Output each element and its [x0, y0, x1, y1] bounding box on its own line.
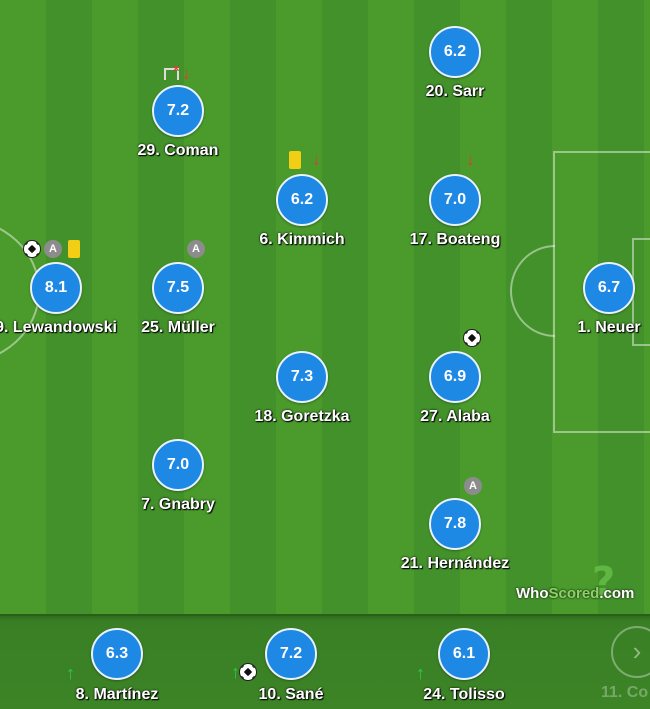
player-lewandowski[interactable]: 8.1 9. Lewandowski — [0, 262, 136, 337]
player-name: 24. Tolisso — [423, 686, 505, 703]
player-neuer[interactable]: 6.7 1. Neuer — [529, 262, 650, 337]
rating-bubble: 7.2 — [152, 85, 204, 137]
bench-next-button[interactable]: › — [611, 626, 650, 678]
assist-icon: A — [187, 240, 205, 258]
logo-text-who: Who — [516, 585, 549, 602]
player-goretzka[interactable]: 7.3 18. Goretzka — [222, 351, 382, 426]
logo-mark-icon: ? — [592, 559, 616, 605]
martinez-events: ↑ — [66, 664, 75, 682]
rating-bubble: 6.1 — [438, 628, 490, 680]
rating-bubble: 6.2 — [276, 174, 328, 226]
lewandowski-events: A — [23, 240, 80, 258]
player-name: 1. Neuer — [577, 319, 641, 336]
player-name: 21. Hernández — [400, 555, 510, 572]
logo-text: WhoScored.com — [516, 585, 634, 602]
player-name: 7. Gnabry — [141, 496, 215, 513]
player-name: 29. Coman — [137, 142, 219, 159]
substituted-off-icon: ↓ — [182, 64, 191, 83]
assist-icon: A — [44, 240, 62, 258]
substituted-off-icon: ↓ — [466, 150, 475, 169]
player-boateng[interactable]: 7.0 17. Boateng — [375, 174, 535, 249]
rating-bubble: 7.0 — [152, 439, 204, 491]
sane-events: ↑ — [231, 663, 257, 681]
player-name: 20. Sarr — [425, 83, 485, 100]
rating-bubble: 6.9 — [429, 351, 481, 403]
bench-player-martinez[interactable]: 6.3 8. Martínez — [37, 628, 197, 704]
rating-bubble: 6.3 — [91, 628, 143, 680]
yellow-card-icon — [289, 151, 301, 169]
substitutes-bench: ↑ 6.3 8. Martínez ↑ 7.2 10. Sané ↑ 6.1 2… — [0, 614, 650, 709]
player-name: 27. Alaba — [420, 408, 490, 425]
goalpost-miss-icon — [164, 63, 179, 80]
player-name: 25. Müller — [141, 319, 215, 336]
whoscored-logo[interactable]: ? WhoScored.com — [516, 559, 650, 605]
rating-bubble: 7.3 — [276, 351, 328, 403]
goal-ball-icon — [463, 329, 481, 347]
player-gnabry[interactable]: 7.0 7. Gnabry — [98, 439, 258, 514]
hernandez-events: A — [464, 477, 482, 495]
player-name: 8. Martínez — [75, 686, 159, 703]
bench-player-sane[interactable]: 7.2 10. Sané — [211, 628, 371, 704]
rating-bubble: 6.7 — [583, 262, 635, 314]
logo-text-com: .com — [599, 585, 635, 602]
substituted-off-icon: ↓ — [312, 150, 321, 169]
kimmich-events: ↓ — [289, 151, 321, 169]
player-name: 10. Sané — [258, 686, 324, 703]
tolisso-events: ↑ — [416, 664, 425, 682]
muller-events: A — [187, 240, 205, 258]
player-kimmich[interactable]: 6.2 6. Kimmich — [222, 174, 382, 249]
player-name: 9. Lewandowski — [0, 319, 117, 336]
bench-player-partial-name: 11. Co — [601, 684, 649, 701]
player-alaba[interactable]: 6.9 27. Alaba — [375, 351, 535, 426]
player-sarr[interactable]: 6.2 20. Sarr — [375, 26, 535, 101]
player-name: 17. Boateng — [409, 231, 501, 248]
substituted-on-icon: ↑ — [66, 663, 75, 683]
substituted-on-icon: ↑ — [231, 662, 240, 682]
yellow-card-icon — [68, 240, 80, 258]
boateng-events: ↓ — [466, 151, 475, 169]
rating-bubble: 7.8 — [429, 498, 481, 550]
player-name: 6. Kimmich — [259, 231, 345, 248]
rating-bubble: 7.0 — [429, 174, 481, 226]
player-coman[interactable]: 7.2 29. Coman — [98, 85, 258, 160]
player-name: 18. Goretzka — [254, 408, 350, 425]
substituted-on-icon: ↑ — [416, 663, 425, 683]
alaba-events — [463, 329, 481, 347]
coman-events: ↓ — [164, 63, 191, 83]
rating-bubble: 7.2 — [265, 628, 317, 680]
logo-text-scored: Scored — [548, 585, 600, 602]
goal-ball-icon — [239, 663, 257, 681]
pitch: 6.2 20. Sarr ↓ 7.2 29. Coman ↓ 6.2 6. Ki… — [0, 0, 650, 614]
rating-bubble: 6.2 — [429, 26, 481, 78]
assist-icon: A — [464, 477, 482, 495]
bench-player-tolisso[interactable]: 6.1 24. Tolisso — [384, 628, 544, 704]
rating-bubble: 8.1 — [30, 262, 82, 314]
player-muller[interactable]: 7.5 25. Müller — [98, 262, 258, 337]
player-hernandez[interactable]: 7.8 21. Hernández — [375, 498, 535, 573]
goal-ball-icon — [23, 240, 41, 258]
rating-bubble: 7.5 — [152, 262, 204, 314]
